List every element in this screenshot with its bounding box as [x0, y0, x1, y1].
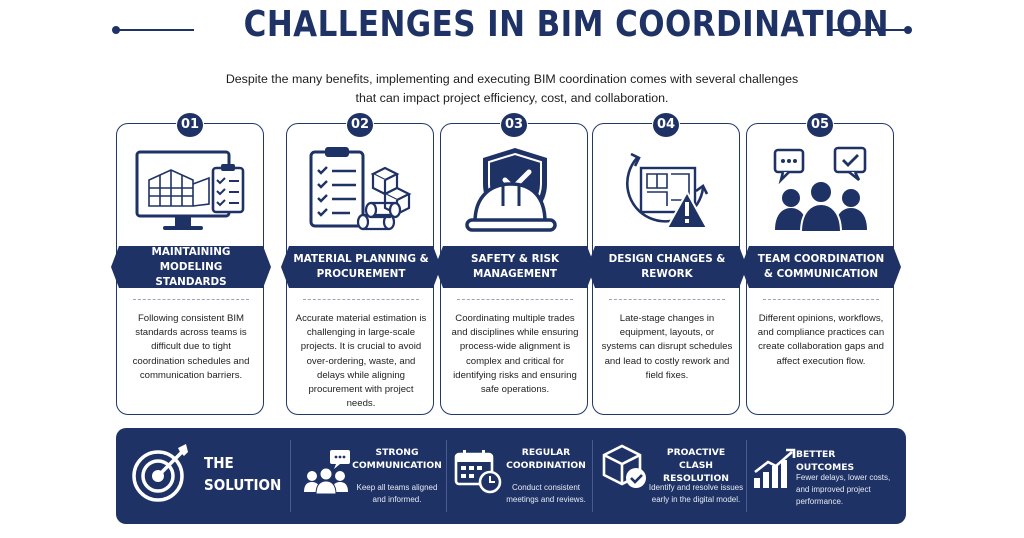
growth-chart-icon	[754, 448, 796, 488]
solution-item-desc: Identify and resolve issues early in the…	[648, 483, 744, 504]
title-dot-right	[904, 26, 912, 34]
card-title: SAFETY & RISK MANAGEMENT	[435, 246, 595, 288]
challenge-card-1: 01 MAINTAINING MODELING STANDARDS Follow…	[116, 112, 264, 415]
solution-separator	[446, 440, 447, 512]
solution-item-communication: STRONG COMMUNICATION Keep all teams alig…	[302, 440, 442, 512]
card-description: Following consistent BIM standards acros…	[132, 313, 250, 381]
card-divider	[303, 299, 419, 300]
card-description: Accurate material estimation is challeng…	[295, 313, 427, 410]
solution-separator	[592, 440, 593, 512]
solution-item-outcomes: BETTER OUTCOMES Fewer delays, lower cost…	[752, 440, 902, 512]
solution-item-desc: Fewer delays, lower costs, and improved …	[796, 473, 891, 506]
team-speech-icon	[304, 450, 350, 494]
monitor-model-checklist-icon	[135, 150, 245, 230]
solution-item-coordination: REGULAR COORDINATION Conduct consistent …	[454, 440, 590, 512]
subtitle-line-2: that can impact project efficiency, cost…	[355, 91, 669, 105]
title-row: CHALLENGES IN BIM COORDINATION	[0, 4, 1024, 52]
solution-item-title: STRONG COMMUNICATION	[352, 447, 442, 471]
target-arrow-icon	[132, 444, 188, 502]
challenge-card-3: 03 SAFETY & RISK MANAGEMENT Coordinating…	[440, 112, 588, 415]
challenge-card-5: 05 TEAM COORDINATION & COMMUNICATION Dif…	[746, 112, 894, 415]
solution-title-line-1: THE	[204, 454, 234, 472]
solution-item-title: PROACTIVE CLASH RESOLUTION	[663, 447, 729, 484]
calendar-clock-icon	[454, 450, 502, 494]
card-number: 01	[176, 112, 204, 138]
page-title: CHALLENGES IN BIM COORDINATION	[243, 4, 890, 45]
card-number: 04	[652, 112, 680, 138]
hardhat-shield-icon	[465, 148, 557, 232]
solution-title: THE SOLUTION	[204, 452, 282, 496]
clipboard-materials-icon	[309, 147, 412, 231]
card-title: MATERIAL PLANNING & PROCUREMENT	[281, 246, 441, 288]
card-divider	[763, 299, 879, 300]
challenge-card-4: 04 DESIGN CHANGES & REWORK Late-stage ch…	[592, 112, 740, 415]
solution-item-clash-resolution: PROACTIVE CLASH RESOLUTION Identify and …	[600, 440, 743, 512]
card-divider	[609, 299, 725, 300]
card-number: 05	[806, 112, 834, 138]
solution-item-desc: Conduct consistent meetings and reviews.	[506, 483, 586, 504]
card-title: MAINTAINING MODELING STANDARDS	[111, 246, 271, 288]
solution-separator	[746, 440, 747, 512]
solution-title-line-2: SOLUTION	[204, 476, 282, 494]
title-line-right	[830, 29, 906, 31]
card-title: TEAM COORDINATION & COMMUNICATION	[741, 246, 901, 288]
card-description: Coordinating multiple trades and discipl…	[451, 313, 579, 396]
card-title: DESIGN CHANGES & REWORK	[587, 246, 747, 288]
title-dot-left	[112, 26, 120, 34]
card-description: Different opinions, workflows, and compl…	[757, 313, 885, 367]
solution-bar: THE SOLUTION STRONG COMMUNICATION Keep a…	[116, 428, 906, 524]
card-description: Late-stage changes in equipment, layouts…	[601, 313, 733, 381]
card-number: 02	[346, 112, 374, 138]
card-divider	[457, 299, 573, 300]
title-line-left	[118, 29, 194, 31]
card-divider	[133, 299, 249, 300]
subtitle: Despite the many benefits, implementing …	[180, 70, 844, 108]
solution-separator	[290, 440, 291, 512]
cube-check-icon	[602, 444, 646, 488]
solution-item-title: BETTER OUTCOMES	[796, 449, 855, 473]
solution-item-title: REGULAR COORDINATION	[506, 447, 586, 471]
team-chat-icon	[773, 146, 867, 233]
card-number: 03	[500, 112, 528, 138]
blueprint-warning-icon	[626, 152, 709, 229]
solution-item-desc: Keep all teams aligned and informed.	[356, 483, 438, 504]
challenge-card-2: 02 MATERIAL PLANNING & PROCUREMENT Accur…	[286, 112, 434, 415]
subtitle-line-1: Despite the many benefits, implementing …	[225, 72, 799, 86]
